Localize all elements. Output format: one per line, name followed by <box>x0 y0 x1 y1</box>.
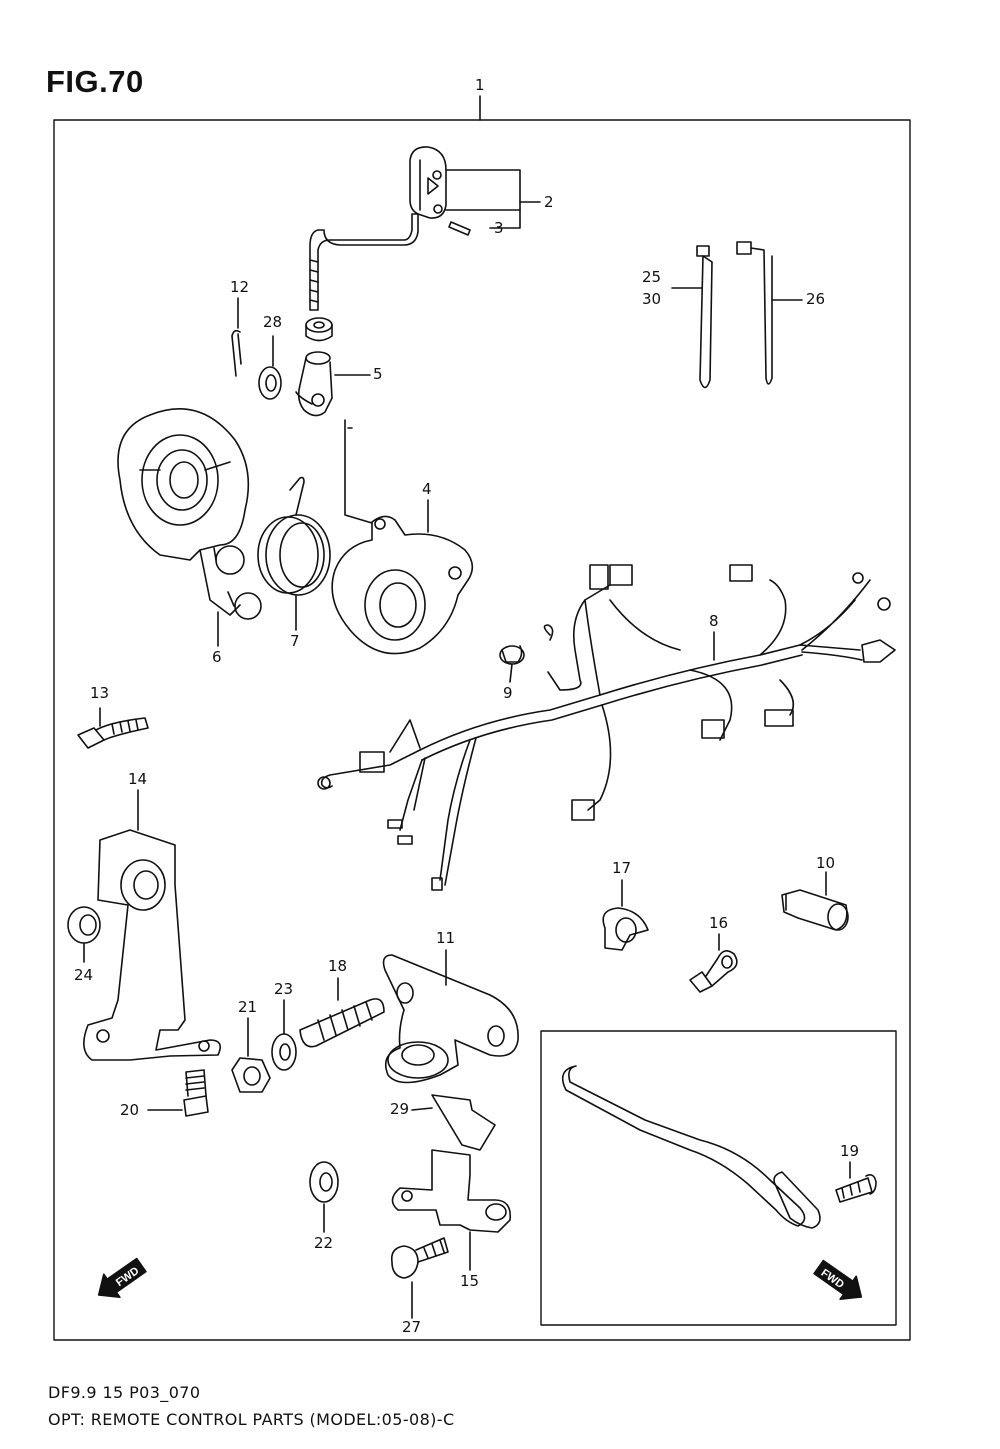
terminal-part-16 <box>689 950 738 993</box>
callout-1: 1 <box>475 76 485 94</box>
callout-18: 18 <box>328 957 348 975</box>
callout-24: 24 <box>74 966 94 984</box>
figure-title: FIG.70 <box>46 64 144 99</box>
callout-28: 28 <box>263 313 283 331</box>
shift-rod <box>309 213 419 311</box>
drum-part-6 <box>117 408 262 620</box>
cable-tie-part-26 <box>736 241 773 385</box>
fwd-arrow-right: FWD <box>813 1259 863 1301</box>
leader-29 <box>411 1107 433 1111</box>
callout-22: 22 <box>314 1234 334 1252</box>
figure-code: DF9.9 15 P03_070 <box>48 1383 201 1402</box>
bolt-part-20 <box>183 1069 209 1117</box>
pin-part-3 <box>448 221 471 236</box>
cable-tie-part-25 <box>696 245 713 389</box>
inset-rod <box>561 1065 821 1229</box>
screw-part-19 <box>835 1174 877 1203</box>
inset-frame <box>540 1030 897 1326</box>
nut-part-21 <box>231 1057 271 1093</box>
callout-6: 6 <box>212 648 222 666</box>
callout-23: 23 <box>274 980 294 998</box>
callout-20: 20 <box>120 1101 140 1119</box>
callout-5: 5 <box>373 365 383 383</box>
bushing-part-24 <box>67 906 101 944</box>
rod-end-part-5 <box>295 351 333 417</box>
leader-9 <box>509 663 513 683</box>
callout-30: 30 <box>642 290 662 308</box>
grommet-part-9 <box>499 645 525 665</box>
callout-11: 11 <box>436 929 456 947</box>
clamp-part-17 <box>602 907 649 951</box>
bracket-part-14 <box>83 829 221 1061</box>
callout-2: 2 <box>544 193 554 211</box>
callout-29: 29 <box>390 1100 410 1118</box>
callout-21: 21 <box>238 998 258 1016</box>
plate-part-11 <box>382 954 519 1084</box>
callout-3: 3 <box>494 219 504 237</box>
spring-part-7 <box>257 476 331 596</box>
callout-15: 15 <box>460 1272 480 1290</box>
callout-14: 14 <box>128 770 148 788</box>
washer-part-23 <box>271 1033 297 1071</box>
spacer-part-10 <box>781 889 849 931</box>
callout-12: 12 <box>230 278 250 296</box>
harness-part-8 <box>317 564 896 891</box>
callout-9: 9 <box>503 684 513 702</box>
callout-4: 4 <box>422 480 432 498</box>
leader-2 <box>445 169 521 229</box>
callout-8: 8 <box>709 612 719 630</box>
bracket-part-15 <box>391 1149 512 1233</box>
callout-7: 7 <box>290 632 300 650</box>
fwd-arrow-left: FWD <box>97 1257 147 1299</box>
figure-caption: OPT: REMOTE CONTROL PARTS (MODEL:05-08)-… <box>48 1410 455 1429</box>
callout-26: 26 <box>806 290 826 308</box>
washer-part-28 <box>258 366 282 400</box>
callout-17: 17 <box>612 859 632 877</box>
nut <box>305 317 333 342</box>
cotter-pin-part-12 <box>231 329 242 377</box>
callout-27: 27 <box>402 1318 422 1336</box>
cable-joint-part-2 <box>409 146 447 219</box>
callout-13: 13 <box>90 684 110 702</box>
bolt-part-27 <box>390 1237 449 1279</box>
screw-part-13 <box>77 717 149 749</box>
callout-16: 16 <box>709 914 729 932</box>
callout-10: 10 <box>816 854 836 872</box>
callout-25: 25 <box>642 268 662 286</box>
clip-part-29 <box>431 1094 496 1151</box>
callout-19: 19 <box>840 1142 860 1160</box>
stud-part-18 <box>299 998 385 1048</box>
pulley-part-4 <box>331 419 474 655</box>
main-frame <box>53 119 911 1341</box>
washer-part-22 <box>309 1161 339 1203</box>
